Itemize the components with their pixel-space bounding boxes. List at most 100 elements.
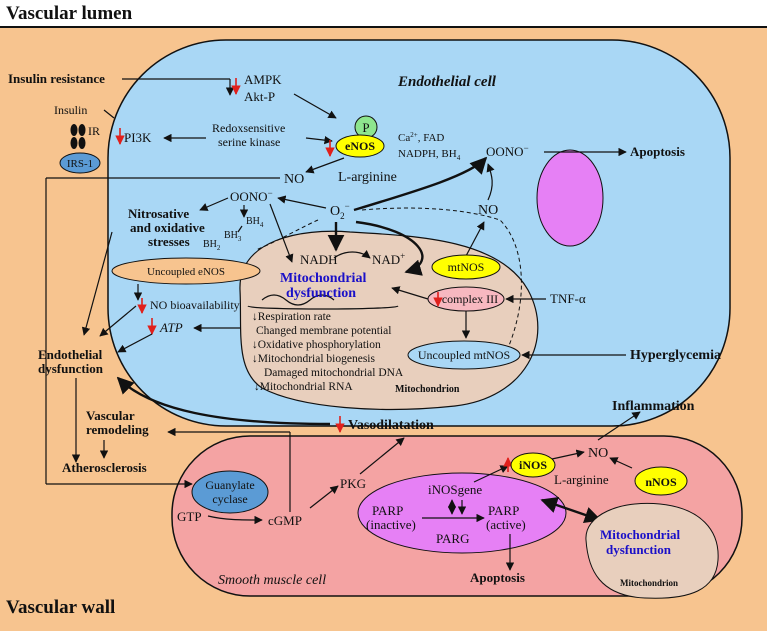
o2-to-uncoupled-mtnos-dash	[361, 207, 522, 356]
nnos-to-no-arrow	[609, 457, 633, 469]
pi3k-label: PI3K	[124, 130, 152, 145]
cofactors-line-1: Ca2+, FAD	[398, 131, 444, 144]
apoptosis-smc-label: Apoptosis	[470, 570, 525, 585]
mtnos-label: mtNOS	[448, 260, 485, 274]
inflammation-label: Inflammation	[612, 399, 695, 414]
inos-label: iNOS	[519, 458, 547, 472]
endothelial-dysfunction-label-2: dysfunction	[38, 361, 104, 376]
mito-effect-item: Changed membrane potential	[256, 325, 391, 337]
nadh-to-nad-arrow	[333, 250, 371, 259]
mtnos-node	[431, 254, 501, 280]
redox-kinase-label-1: Redoxsensitive	[212, 121, 285, 135]
parp-mito-arrow	[540, 496, 602, 524]
endothelial-cell-label: Endothelial cell	[397, 74, 497, 90]
ir-label: IR	[88, 124, 100, 138]
bh2-label: BH2	[203, 239, 221, 252]
phosphate-label: P	[362, 120, 369, 135]
parp-active-label-2: (active)	[486, 517, 526, 532]
vascular-remodeling-label-2: remodeling	[86, 422, 149, 437]
mito-effects-list: ↓Respiration rate Changed membrane poten…	[252, 311, 404, 393]
o2-label: O2−	[330, 201, 350, 221]
atp-label: ATP	[159, 320, 183, 335]
mitochondrion-label: Mitochondrion	[395, 384, 460, 395]
nad-label: NAD+	[372, 251, 405, 267]
atp-to-endothelial-arrow	[117, 333, 153, 353]
no-bioavailability-label: NO bioavailability	[150, 298, 240, 312]
enos-to-no-arrow	[305, 157, 345, 174]
nnos-label: nNOS	[645, 475, 677, 489]
inosgene-to-inos-arrow	[473, 465, 509, 483]
cristae	[261, 294, 335, 306]
mito-dysfunction-label-2: dysfunction	[286, 286, 356, 301]
o2-to-oono-arrow	[353, 156, 488, 212]
l-arginine-smc-label: L-arginine	[554, 472, 609, 487]
mitochondrion-smc-label: Mitochondrion	[620, 578, 678, 588]
mitochondrion-smc	[585, 502, 719, 599]
stress-to-endothelial-arrow	[81, 231, 113, 336]
mito-effect-item: ↓Respiration rate	[252, 311, 331, 323]
mito-effect-item: ↓Oxidative phosphorylation	[252, 339, 381, 351]
nadh-label: NADH	[300, 252, 338, 267]
vascular-remodeling-label-1: Vascular	[86, 408, 135, 423]
nnos-node	[634, 466, 688, 496]
oono-left-label: OONO−	[230, 188, 273, 204]
enos-label: eNOS	[345, 139, 375, 153]
inos-to-no-arrow	[551, 449, 585, 460]
inosgene-label: iNOSgene	[428, 482, 482, 497]
no-main-label: NO	[284, 172, 304, 187]
akt-to-enos-arrow	[293, 93, 337, 119]
apoptosis-top-label: Apoptosis	[630, 144, 685, 159]
cgmp-label: cGMP	[268, 513, 302, 528]
o2-nad-arrow	[355, 220, 424, 276]
inos-node	[510, 452, 556, 478]
guanylate-cyclase-label-1: Guanylate	[205, 478, 254, 492]
mito-dysfunction-smc-label-2: dysfunction	[606, 542, 672, 557]
no-mito-label: NO	[478, 203, 498, 218]
akt-p-label: Akt-P	[244, 89, 275, 104]
parp-inactive-label-1: PARP	[372, 503, 403, 518]
atherosclerosis-label: Atherosclerosis	[62, 460, 147, 475]
insulin-receptor-icon	[70, 124, 86, 149]
mito-effect-item: ↓Mitochondrial biogenesis	[252, 353, 375, 365]
irs1-node	[59, 152, 101, 174]
no-smc-label: NO	[588, 446, 608, 461]
effects-brace	[247, 305, 399, 310]
insulin-bind-line	[103, 109, 115, 119]
mito-effect-item: Damaged mitochondrial DNA	[264, 367, 404, 379]
gtp-label: GTP	[177, 509, 202, 524]
pkg-label: PKG	[340, 476, 366, 491]
uncoupled-enos-label: Uncoupled eNOS	[147, 266, 225, 278]
o2-to-oono-left-arrow	[277, 195, 327, 209]
mtnos-to-no-arrow	[465, 221, 485, 257]
hyperglycemia-label: Hyperglycemia	[630, 348, 721, 363]
l-arginine-label: L-arginine	[338, 170, 397, 185]
oono-top-label: OONO−	[486, 143, 529, 159]
cgmp-to-pkg-arrow	[309, 485, 339, 509]
mito-dysfunction-smc-label-1: Mitochondrial	[600, 527, 681, 542]
smooth-muscle-cell-label: Smooth muscle cell	[218, 573, 326, 588]
endothelial-dysfunction-label-1: Endothelial	[38, 347, 103, 362]
kinase-to-enos-arrow	[305, 135, 333, 145]
parp-active-label-1: PARP	[488, 503, 519, 518]
guanylate-cyclase-node	[191, 470, 269, 514]
bh3-label: BH3	[224, 230, 242, 243]
nitrosative-label-3: stresses	[148, 234, 190, 249]
tnf-alpha-label: TNF-α	[550, 291, 586, 306]
enos-node	[335, 134, 385, 158]
vasodilatation-label: Vasodilatation	[348, 418, 434, 433]
nitrosative-label-2: and oxidative	[130, 220, 205, 235]
gtp-to-cgmp-arrow	[207, 515, 263, 525]
complex-to-dysfunction-arrow	[391, 286, 429, 300]
vasodilatation-to-endothelial-arrow	[116, 376, 331, 426]
parg-label: PARG	[436, 531, 469, 546]
nitrosative-label-1: Nitrosative	[128, 206, 189, 221]
uncoupled-mtnos-label: Uncoupled mtNOS	[418, 348, 510, 362]
parp-inactive-label-2: (inactive)	[366, 517, 416, 532]
insulin-resistance-label: Insulin resistance	[8, 71, 105, 86]
mito-dysfunction-label-1: Mitochondrial	[280, 271, 366, 286]
ampk-label: AMPK	[244, 72, 282, 87]
insulin-label: Insulin	[54, 103, 87, 117]
vascular-lumen-label: Vascular lumen	[6, 3, 133, 24]
bh3-link	[237, 225, 243, 233]
